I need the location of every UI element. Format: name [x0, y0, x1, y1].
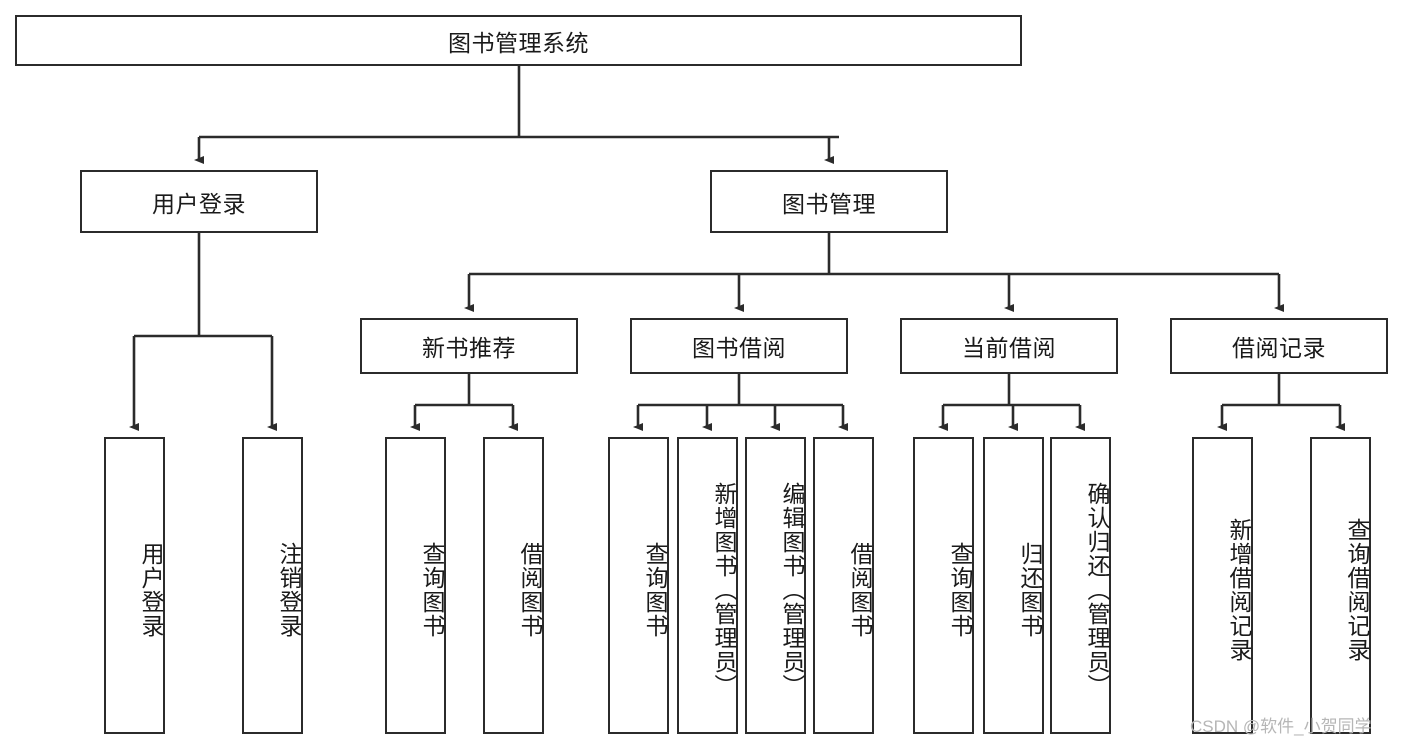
node-current-borrow[interactable]: 当前借阅 [900, 318, 1118, 374]
node-user-login[interactable]: 用户登录 [80, 170, 318, 233]
node-label: 查询图书 [419, 541, 445, 638]
leaf-add-borrow-record[interactable]: 新增借阅记录 [1192, 437, 1253, 734]
node-label: 用户登录 [138, 541, 164, 638]
leaf-logout[interactable]: 注销登录 [242, 437, 303, 734]
node-label: 归还图书 [1017, 541, 1043, 638]
node-label: 借阅记录 [1232, 335, 1326, 361]
leaf-return-book[interactable]: 归还图书 [983, 437, 1044, 734]
leaf-query-book-current[interactable]: 查询图书 [913, 437, 974, 734]
node-label: 借阅图书 [847, 541, 873, 638]
leaf-add-book-admin[interactable]: 新增图书（管理员） [677, 437, 738, 734]
node-label: 图书管理 [782, 190, 876, 217]
leaf-borrow-book[interactable]: 借阅图书 [813, 437, 874, 734]
node-label: 查询借阅记录 [1344, 517, 1370, 662]
node-label: 注销登录 [276, 541, 302, 638]
node-book-borrow[interactable]: 图书借阅 [630, 318, 848, 374]
leaf-query-book-recommend[interactable]: 查询图书 [385, 437, 446, 734]
node-root-book-management-system[interactable]: 图书管理系统 [15, 15, 1022, 66]
node-borrow-record[interactable]: 借阅记录 [1170, 318, 1388, 374]
node-label: 新书推荐 [422, 335, 516, 361]
node-label: 编辑图书（管理员） [779, 481, 805, 698]
leaf-user-login[interactable]: 用户登录 [104, 437, 165, 734]
leaf-confirm-return-admin[interactable]: 确认归还（管理员） [1050, 437, 1111, 734]
node-label: 用户登录 [152, 190, 246, 217]
node-label: 确认归还（管理员） [1084, 481, 1110, 698]
csdn-watermark: CSDN @软件_小贺同学 [1190, 717, 1372, 736]
node-label: 图书管理系统 [448, 29, 589, 56]
leaf-query-borrow-record[interactable]: 查询借阅记录 [1310, 437, 1371, 734]
node-label: 查询图书 [642, 541, 668, 638]
node-book-management[interactable]: 图书管理 [710, 170, 948, 233]
leaf-query-book-borrow[interactable]: 查询图书 [608, 437, 669, 734]
node-label: 借阅图书 [517, 541, 543, 638]
leaf-borrow-book-recommend[interactable]: 借阅图书 [483, 437, 544, 734]
node-label: 当前借阅 [962, 335, 1056, 361]
node-label: 新增借阅记录 [1226, 517, 1252, 662]
node-new-book-recommendation[interactable]: 新书推荐 [360, 318, 578, 374]
node-label: 查询图书 [947, 541, 973, 638]
leaf-edit-book-admin[interactable]: 编辑图书（管理员） [745, 437, 806, 734]
node-label: 图书借阅 [692, 335, 786, 361]
node-label: 新增图书（管理员） [711, 481, 737, 698]
